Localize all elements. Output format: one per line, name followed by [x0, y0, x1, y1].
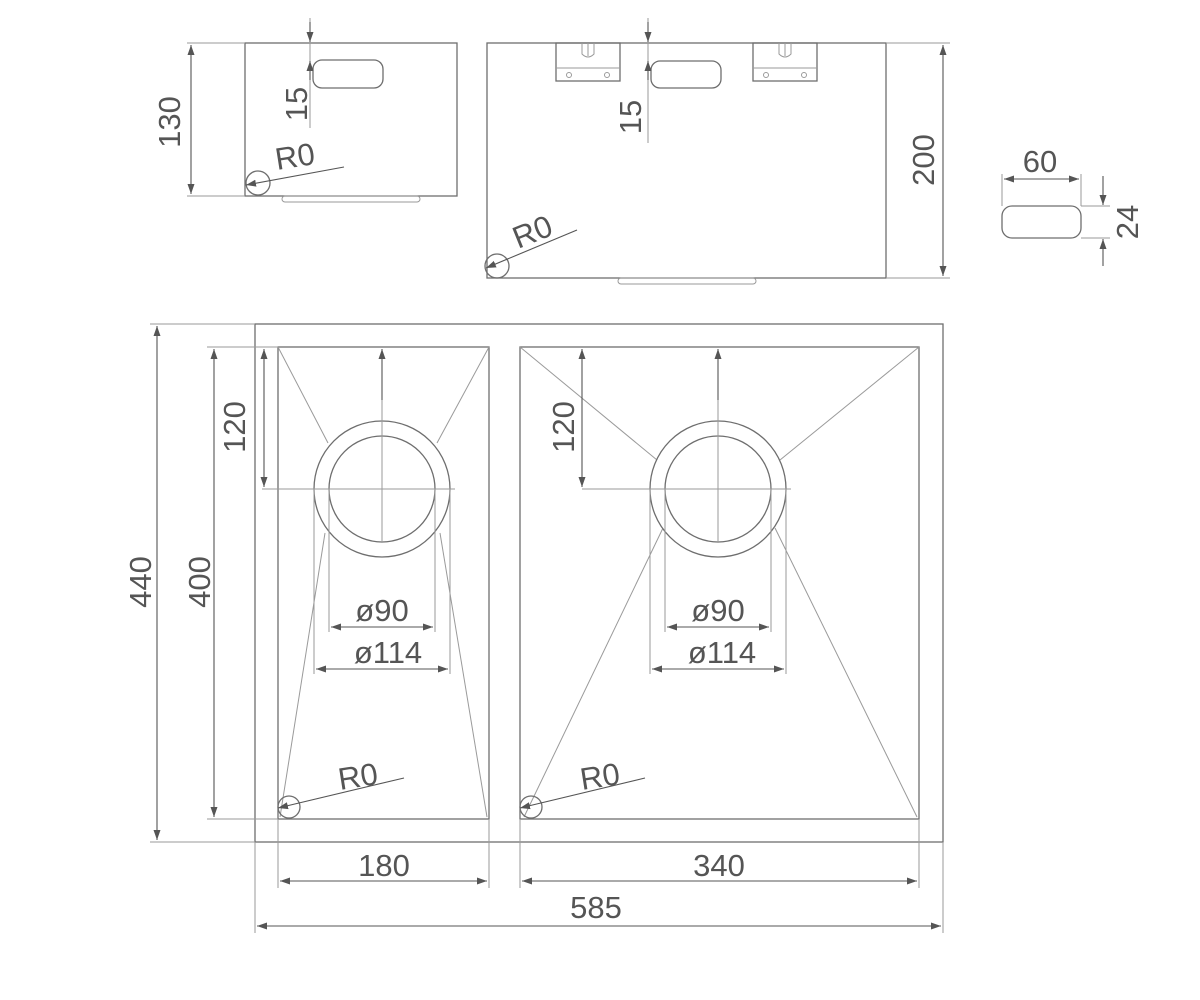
large-bowl-plan: 120 ø90 ø114 R0: [519, 346, 920, 820]
dimension-400-label: 400: [182, 556, 217, 608]
radius-leader: [245, 166, 345, 187]
sink-deck-outline: [254, 323, 944, 843]
corner-radius-circle: [484, 253, 510, 279]
dimension-120-label: 120: [546, 401, 581, 453]
bowl-fold-line: [277, 346, 329, 444]
dimension-d90-label: ø90: [691, 593, 744, 628]
dimension-585-label: 585: [570, 890, 622, 925]
bowl-fold-line: [519, 346, 658, 461]
bowl-fold-line: [439, 532, 488, 818]
dimension-180-label: 180: [358, 848, 410, 883]
small-bowl-side-drain: [281, 195, 421, 203]
bowl-fold-line: [279, 532, 326, 818]
dimension-200-label: 200: [906, 134, 941, 186]
dimension-24-label: 24: [1110, 205, 1145, 239]
small-bowl-side-view: 130 15 R0: [152, 18, 458, 203]
small-bowl-plan: 120 ø90 ø114 R0: [217, 346, 490, 820]
small-bowl-overflow-slot: [312, 59, 384, 89]
bowl-fold-line: [436, 346, 490, 444]
small-bowl-outline: [277, 346, 490, 820]
mounting-clip: [752, 42, 818, 82]
dimension-440-label: 440: [123, 556, 158, 608]
radius-label: R0: [336, 756, 381, 797]
large-bowl-overflow-slot: [650, 60, 722, 89]
dimension-15-label: 15: [613, 100, 648, 134]
radius-label: R0: [273, 136, 318, 177]
plan-view: 120 ø90 ø114 R0 120: [123, 323, 944, 933]
bowl-fold-line: [774, 527, 918, 818]
bowl-fold-line: [779, 346, 920, 461]
dimension-d114-label: ø114: [354, 635, 422, 670]
radius-leader: [485, 229, 578, 269]
dimension-d90-label: ø90: [355, 593, 408, 628]
dimension-60-label: 60: [1023, 144, 1057, 179]
dimension-120-label: 120: [217, 401, 252, 453]
overflow-slot-detail: 60 24: [1001, 144, 1145, 266]
radius-leader: [519, 777, 646, 810]
radius-leader: [277, 777, 405, 810]
large-bowl-side-drain: [617, 277, 757, 285]
bowl-fold-line: [523, 527, 664, 818]
dimension-130-label: 130: [152, 96, 187, 148]
dimension-d114-label: ø114: [688, 635, 756, 670]
overflow-slot-shape: [1001, 205, 1082, 239]
radius-label: R0: [508, 208, 558, 255]
large-bowl-side-view: 200 15 R0: [484, 18, 950, 285]
radius-label: R0: [578, 756, 623, 797]
large-bowl-outline: [519, 346, 920, 820]
dimension-340-label: 340: [693, 848, 745, 883]
mounting-clip: [555, 42, 621, 82]
dimension-15-label: 15: [279, 87, 314, 121]
